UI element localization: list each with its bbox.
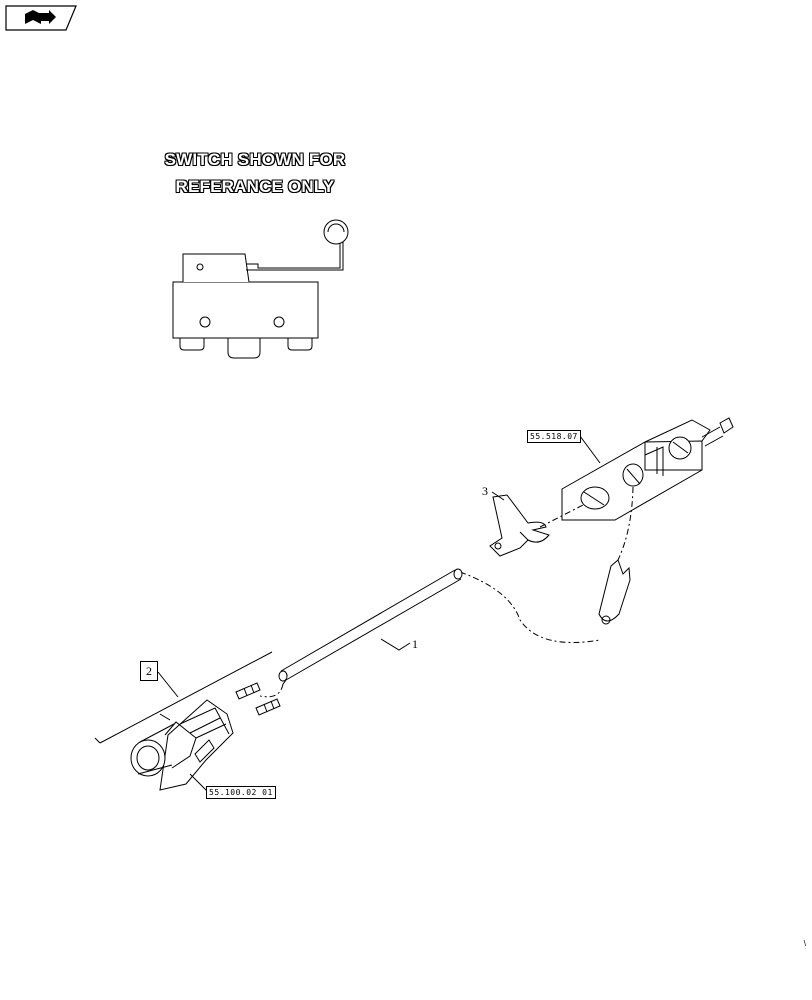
terminal-pins <box>235 682 281 716</box>
reference-switch <box>172 219 349 359</box>
callout-1[interactable]: 1 <box>412 637 418 651</box>
switch-body <box>561 417 734 521</box>
connector <box>130 699 234 793</box>
note-line-1: SWITCH SHOWN FOR <box>164 150 346 169</box>
corner-mark: \ <box>803 939 806 948</box>
fork-terminal <box>598 559 631 625</box>
connector-ref-link[interactable]: 55.100.02 01 <box>206 786 276 799</box>
callout-3[interactable]: 3 <box>482 484 488 498</box>
group-bracket <box>94 651 273 744</box>
note-line-2: REFERANCE ONLY <box>175 177 335 196</box>
fork-terminal-3 <box>489 494 550 557</box>
switch-ref-link[interactable]: 55.518.07 <box>527 430 581 443</box>
assembly-lines <box>259 486 634 698</box>
cable <box>278 568 463 682</box>
nav-arrow-button[interactable] <box>5 5 77 31</box>
book-arrow-icon <box>5 5 77 31</box>
callout-3-leader <box>491 491 505 501</box>
callout-2[interactable]: 2 <box>140 661 158 681</box>
